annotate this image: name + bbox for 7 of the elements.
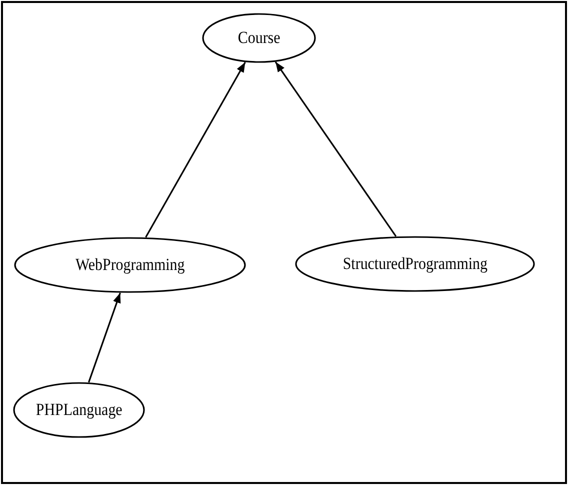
- node-label: PHPLanguage: [36, 400, 122, 420]
- node-label: StructuredProgramming: [342, 254, 488, 274]
- arrow: [145, 62, 246, 238]
- node-label: Course: [238, 28, 280, 48]
- arrow: [88, 292, 121, 383]
- arrow: [274, 61, 397, 237]
- node-label: WebProgramming: [75, 255, 185, 275]
